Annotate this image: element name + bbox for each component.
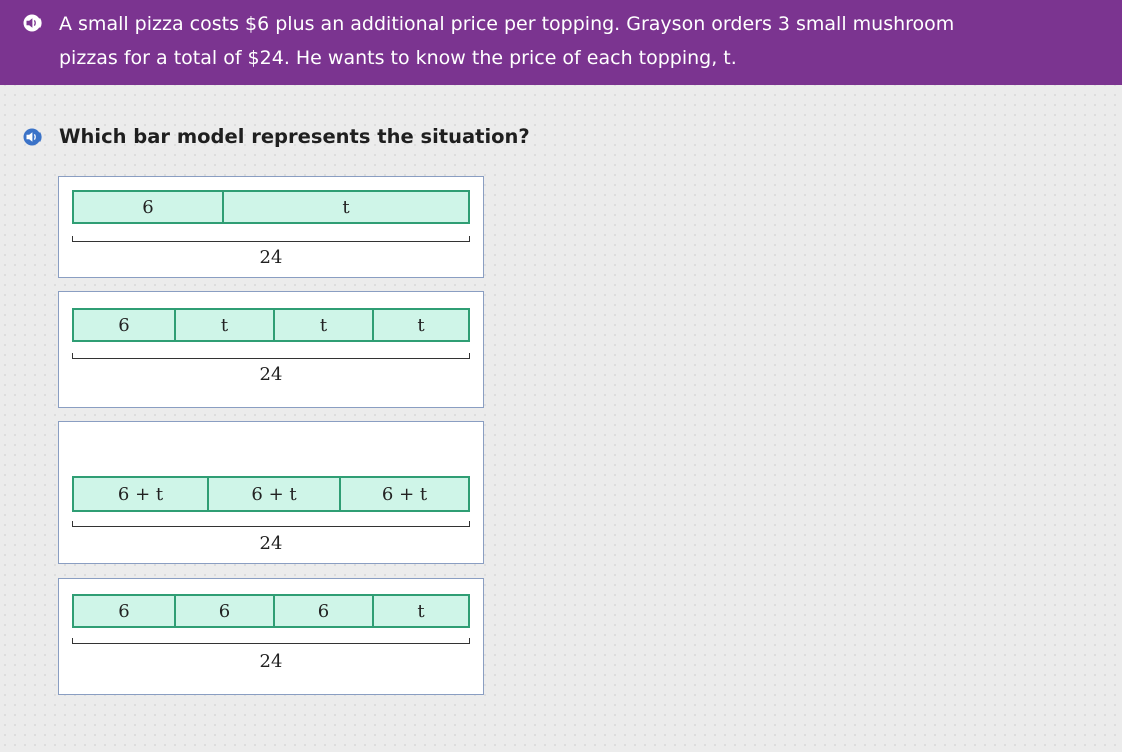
total-label: 24	[259, 533, 283, 554]
bar-segment: 6	[174, 596, 273, 626]
bar-model: 6 t	[72, 190, 470, 224]
total-label: 24	[259, 247, 283, 268]
bar-segment: t	[372, 310, 468, 340]
bar-segment: 6	[142, 196, 154, 218]
answer-choice-4[interactable]: 6 6 6 t 24	[58, 578, 484, 695]
bar-segment: 6 + t	[207, 478, 339, 510]
bar-segment: 6	[273, 596, 372, 626]
total-label: 24	[259, 651, 283, 672]
bar-model: 6 t t t	[72, 308, 470, 342]
prompt-text-line-2: pizzas for a total of $24. He wants to k…	[59, 47, 737, 69]
bar-segment: 6 + t	[339, 478, 468, 510]
bar-segment: 6	[118, 314, 130, 336]
speaker-icon[interactable]	[22, 128, 44, 146]
answer-choice-3[interactable]: 6 + t 6 + t 6 + t 24	[58, 421, 484, 564]
bar-model: 6 6 6 t	[72, 594, 470, 628]
speaker-icon[interactable]	[22, 14, 44, 32]
total-brace	[72, 638, 470, 644]
bar-segment: t	[273, 310, 372, 340]
total-brace	[72, 236, 470, 242]
bar-model: 6 + t 6 + t 6 + t	[72, 476, 470, 512]
bar-segment: t	[222, 192, 468, 222]
bar-segment: 6	[118, 600, 130, 622]
total-brace	[72, 521, 470, 527]
prompt-header: A small pizza costs $6 plus an additiona…	[0, 0, 1122, 85]
answer-choice-1[interactable]: 6 t 24	[58, 176, 484, 278]
bar-segment: t	[174, 310, 273, 340]
total-brace	[72, 353, 470, 359]
total-label: 24	[259, 364, 283, 385]
prompt-text-line-1: A small pizza costs $6 plus an additiona…	[59, 13, 955, 35]
question-text: Which bar model represents the situation…	[59, 125, 530, 148]
bar-segment: t	[372, 596, 468, 626]
bar-segment: 6 + t	[117, 483, 164, 505]
answer-choice-2[interactable]: 6 t t t 24	[58, 291, 484, 408]
